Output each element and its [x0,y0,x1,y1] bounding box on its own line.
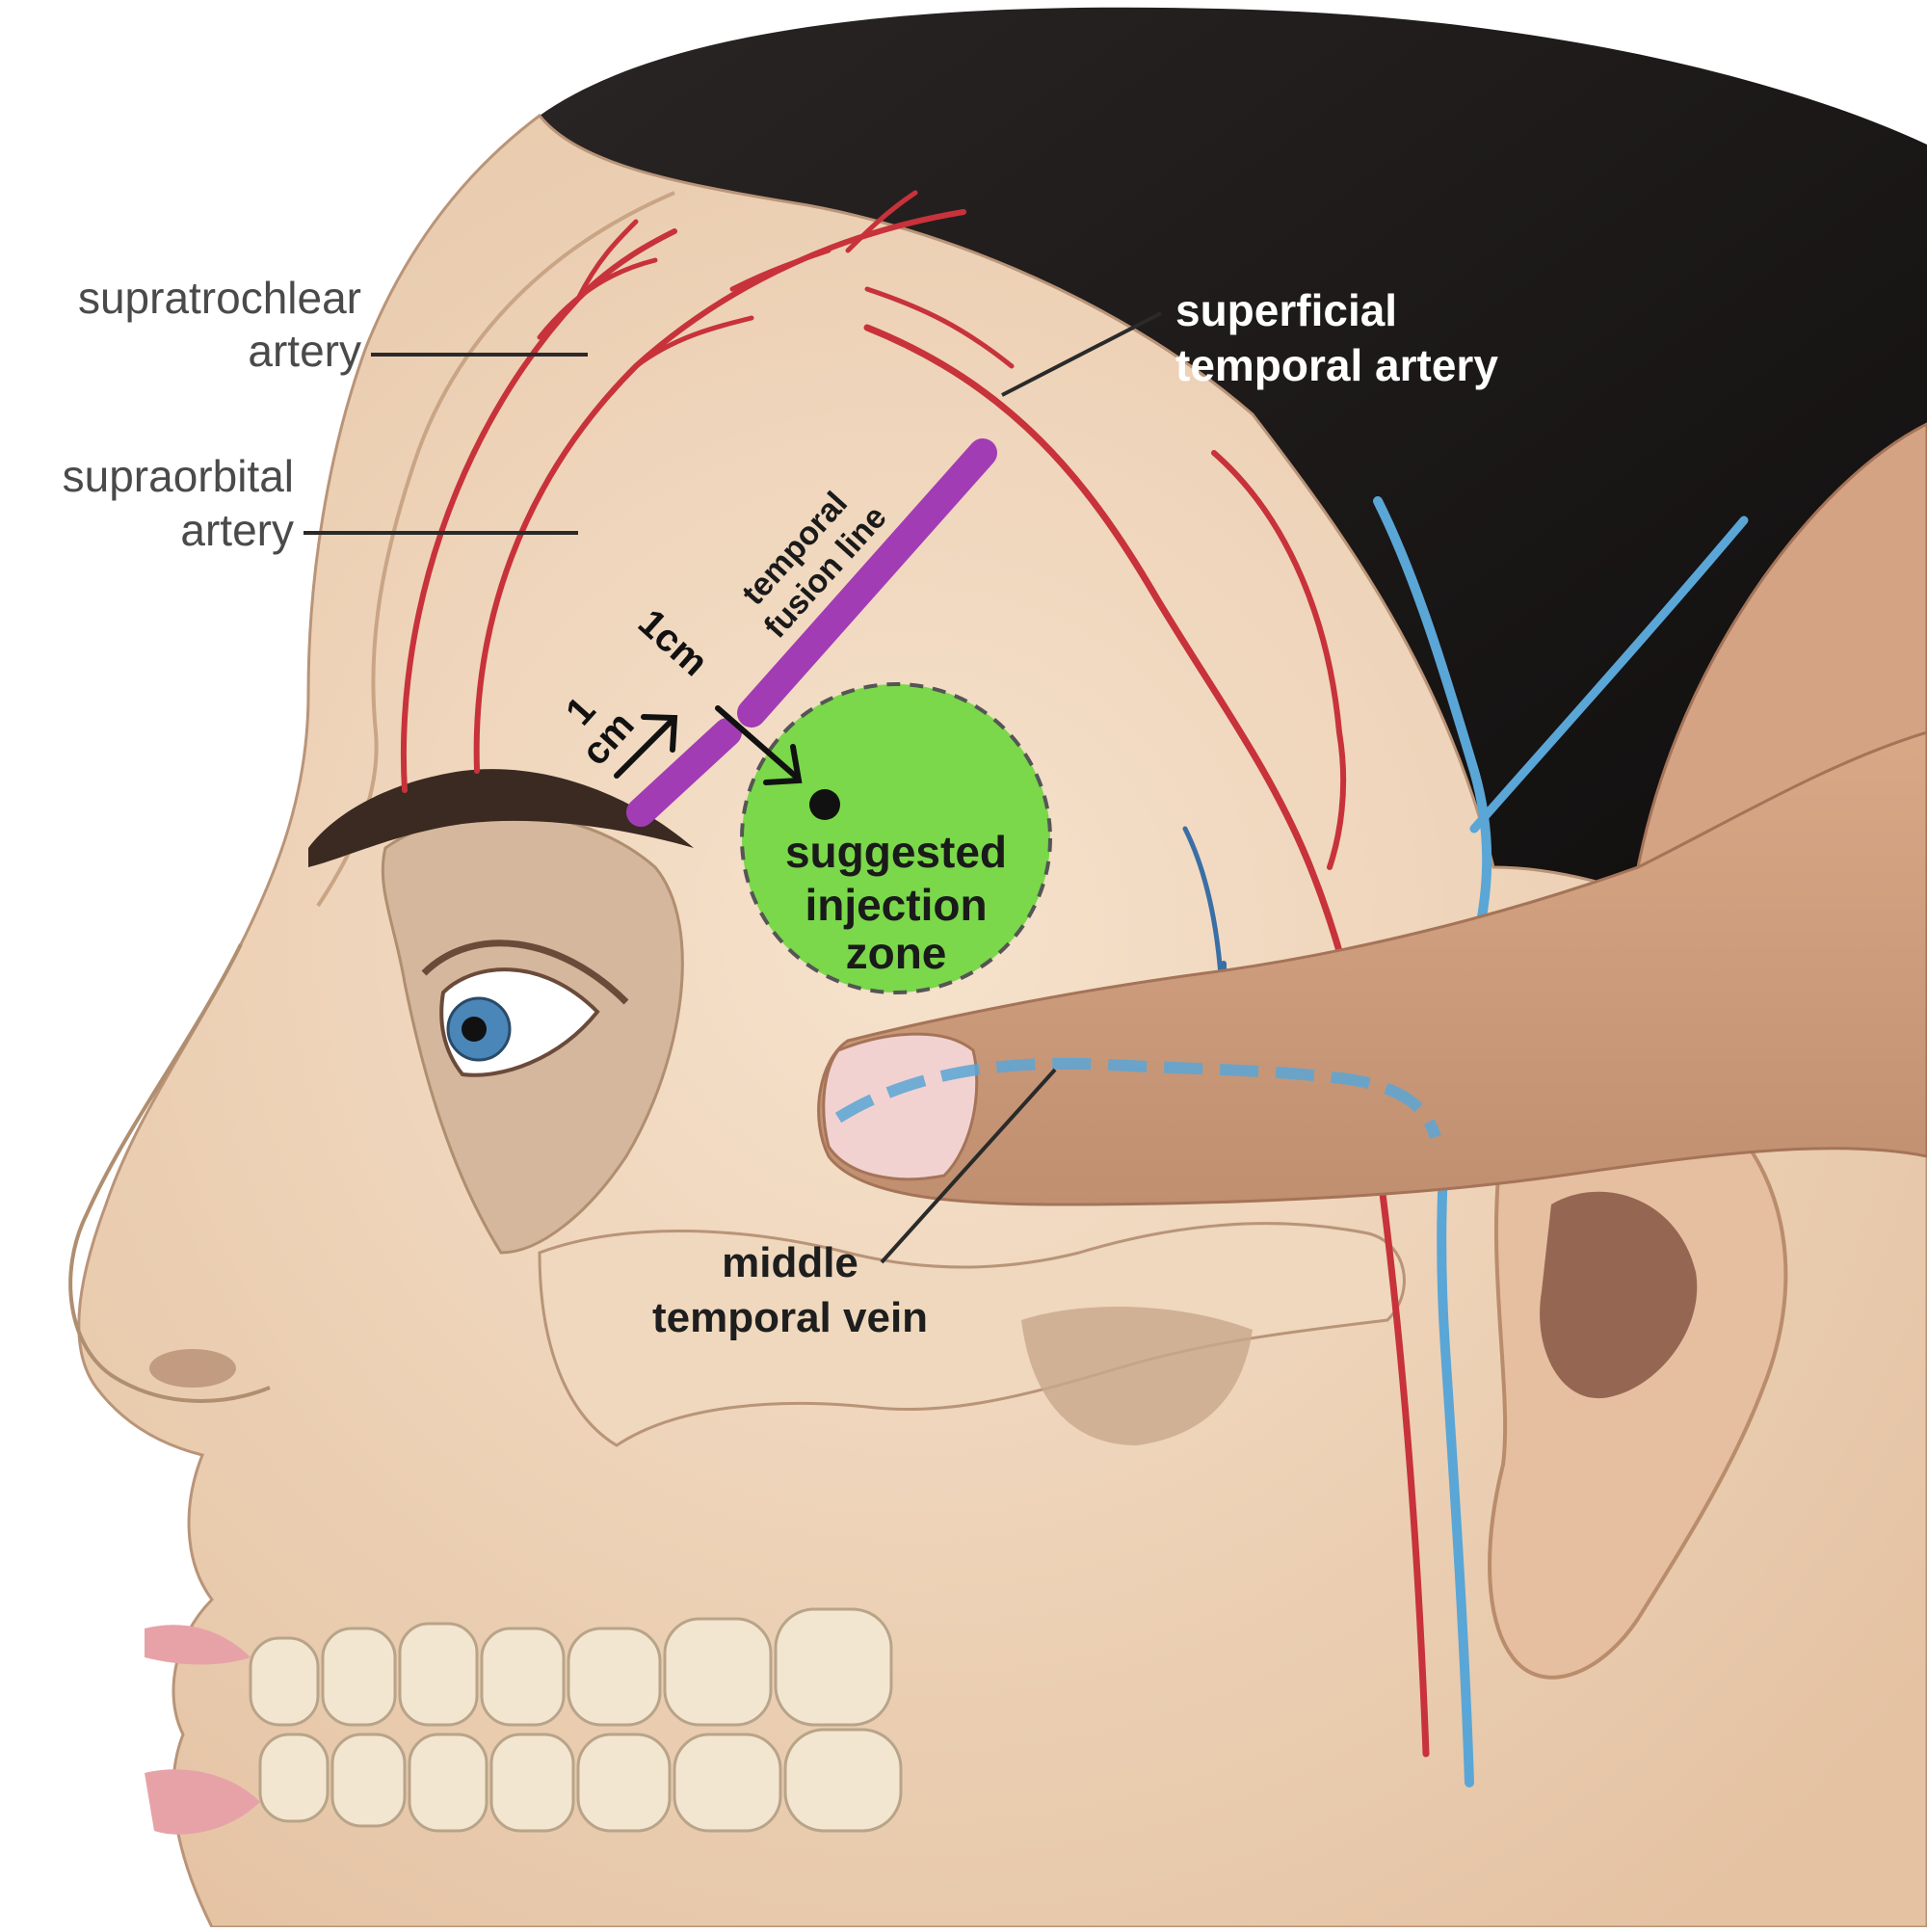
measurement-arrows [614,705,803,785]
lower-lip [145,1769,260,1835]
injection-zone-label-2: injection [805,880,987,930]
upper-eyelid [421,940,629,1005]
nose [68,943,271,1403]
fingernail [822,1032,979,1181]
supraorbital-label-1: supraorbital [63,451,294,501]
thumb [1635,422,1927,870]
injection-zone-label-1: suggested [785,827,1007,877]
injection-zone-label-3: zone [846,928,947,978]
hair [540,7,1927,1012]
supratrochlear-label-2: artery [248,326,361,376]
ear-canal [1540,1191,1698,1399]
superficial-temporal-label-2: temporal artery [1175,340,1498,390]
supraorbital-label-2: artery [180,505,294,555]
leader-lines [304,311,1162,1264]
finger [817,730,1927,1206]
teeth [249,1607,903,1833]
supratrochlear-artery [400,228,677,793]
pupil [462,1017,487,1042]
middle-temporal-vein-label-2: temporal vein [652,1294,928,1341]
upper-lip [145,1625,251,1665]
eyebrow [308,769,694,867]
superficial-temporal-artery [863,324,1430,1758]
nostril [149,1349,236,1388]
supratrochlear-label-1: supratrochlear [78,273,361,323]
temporal-fusion-line-lower [626,718,742,827]
injection-zone [740,682,1052,994]
mandible-notch [1021,1307,1253,1445]
arteries [400,190,1430,1758]
injection-point [809,789,840,820]
zygomatic-arch [538,1222,1406,1447]
superficial-temporal-label-1: superficial [1175,285,1397,335]
temporal-fusion-line [737,438,997,728]
middle-temporal-vein-label-1: middle [722,1239,858,1286]
